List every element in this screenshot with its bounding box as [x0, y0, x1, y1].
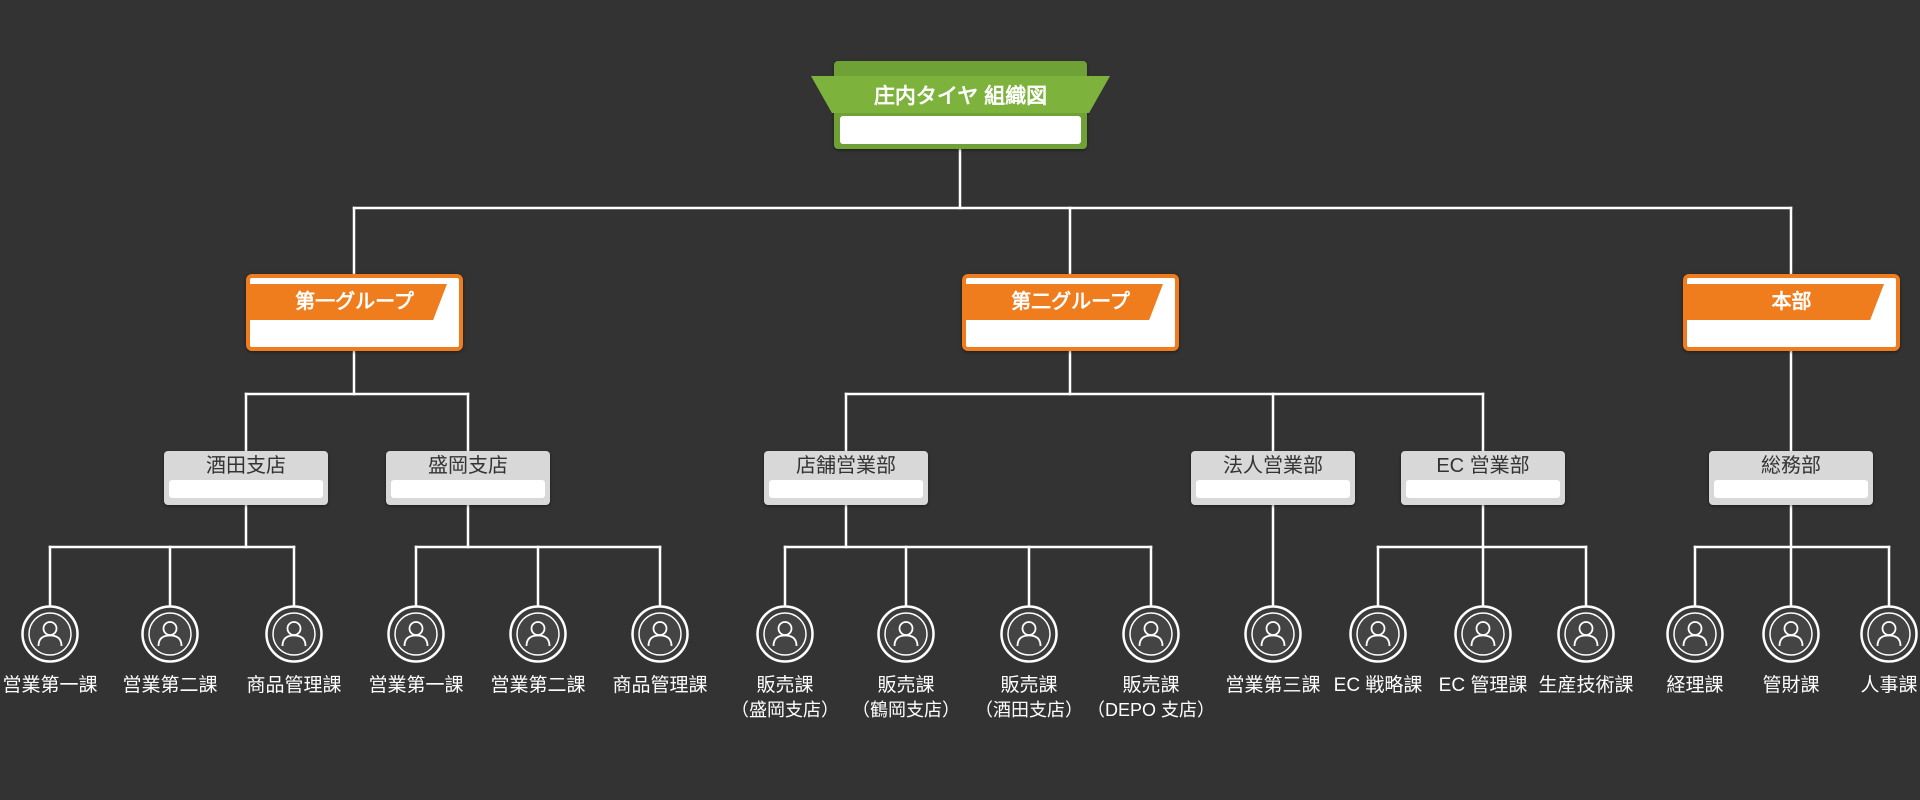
- person-icon: [1860, 605, 1918, 663]
- section-label: 営業第一課: [368, 675, 464, 696]
- section-node: 人事課: [1860, 605, 1918, 698]
- person-icon: [265, 605, 323, 663]
- dept-name: 酒田支店: [206, 455, 286, 477]
- person-icon: [1122, 605, 1180, 663]
- section-node: 営業第二課: [123, 605, 218, 698]
- person-icon: [1762, 605, 1820, 663]
- section-node: 管財課: [1762, 605, 1820, 698]
- section-label: 管財課: [1762, 675, 1820, 696]
- chart-title: 庄内タイヤ 組織図: [873, 84, 1048, 108]
- section-label: 経理課: [1666, 675, 1724, 696]
- person-icon: [631, 605, 689, 663]
- section-node: 商品管理課: [247, 605, 342, 698]
- dept-box-body: [769, 480, 923, 498]
- group-header-band: [249, 284, 447, 320]
- dept-box-general-affairs: 総務部: [1709, 451, 1873, 505]
- section-label: 営業第二課: [490, 675, 586, 696]
- dept-box-body: [1406, 480, 1560, 498]
- person-icon: [509, 605, 567, 663]
- group-name: 本部: [1771, 291, 1812, 313]
- section-node: 販売課 （盛岡支店）: [731, 605, 839, 722]
- section-label: 営業第三課: [1225, 675, 1321, 696]
- dept-box-ec-sales: EC 営業部: [1401, 451, 1565, 505]
- section-node: 販売課 （鶴岡支店）: [852, 605, 960, 722]
- section-label: 生産技術課: [1538, 675, 1634, 696]
- person-icon: [1000, 605, 1058, 663]
- section-node: 営業第二課: [491, 605, 586, 698]
- person-icon: [1666, 605, 1724, 663]
- section-sublabel: （DEPO 支店）: [1087, 700, 1216, 720]
- dept-box-sakata-branch: 酒田支店: [164, 451, 328, 505]
- section-label: 販売課: [756, 675, 814, 696]
- section-label: 商品管理課: [246, 675, 342, 696]
- section-node: 経理課: [1666, 605, 1724, 698]
- section-label: 営業第一課: [2, 675, 98, 696]
- section-node: EC 戦略課: [1334, 605, 1422, 698]
- person-icon: [21, 605, 79, 663]
- section-node: 営業第一課: [3, 605, 98, 698]
- dept-box-corporate-sales: 法人営業部: [1191, 451, 1355, 505]
- section-node: 販売課 （酒田支店）: [975, 605, 1083, 722]
- section-label: 営業第二課: [122, 675, 218, 696]
- person-icon: [877, 605, 935, 663]
- section-label: EC 戦略課: [1333, 675, 1423, 696]
- person-icon: [1244, 605, 1302, 663]
- dept-box-body: [391, 480, 545, 498]
- person-icon: [141, 605, 199, 663]
- group-name: 第二グループ: [1011, 291, 1130, 313]
- section-sublabel: （鶴岡支店）: [852, 700, 960, 720]
- section-label: 商品管理課: [612, 675, 708, 696]
- dept-name: 盛岡支店: [428, 455, 508, 477]
- person-icon: [1349, 605, 1407, 663]
- dept-box-morioka-branch: 盛岡支店: [386, 451, 550, 505]
- root-title-banner: 庄内タイヤ 組織図: [811, 76, 1110, 113]
- person-icon: [1557, 605, 1615, 663]
- group-box-first: 第一グループ: [246, 274, 463, 351]
- section-label: 販売課: [877, 675, 935, 696]
- section-node: 販売課 （DEPO 支店）: [1087, 605, 1215, 722]
- person-icon: [387, 605, 445, 663]
- group-box-headquarters: 本部: [1683, 274, 1900, 351]
- section-node: 営業第三課: [1226, 605, 1321, 698]
- section-node: EC 管理課: [1439, 605, 1527, 698]
- section-node: 商品管理課: [613, 605, 708, 698]
- root-box-body: [840, 116, 1081, 144]
- section-label: 販売課: [1122, 675, 1180, 696]
- dept-name: 総務部: [1761, 455, 1821, 477]
- section-label: EC 管理課: [1438, 675, 1528, 696]
- person-icon: [756, 605, 814, 663]
- section-label: 人事課: [1860, 675, 1918, 696]
- group-header-band: [965, 284, 1163, 320]
- dept-name: 店舗営業部: [796, 455, 896, 477]
- group-header-band: [1686, 284, 1884, 320]
- dept-box-body: [1196, 480, 1350, 498]
- dept-name: 法人営業部: [1223, 455, 1323, 477]
- section-node: 生産技術課: [1539, 605, 1634, 698]
- dept-box-body: [1714, 480, 1868, 498]
- dept-box-body: [169, 480, 323, 498]
- section-label: 販売課: [1000, 675, 1058, 696]
- dept-box-store-sales: 店舗営業部: [764, 451, 928, 505]
- group-box-second: 第二グループ: [962, 274, 1179, 351]
- person-icon: [1454, 605, 1512, 663]
- section-sublabel: （酒田支店）: [975, 700, 1083, 720]
- group-name: 第一グループ: [295, 291, 414, 313]
- section-node: 営業第一課: [369, 605, 464, 698]
- dept-name: EC 営業部: [1436, 455, 1530, 477]
- section-sublabel: （盛岡支店）: [731, 700, 839, 720]
